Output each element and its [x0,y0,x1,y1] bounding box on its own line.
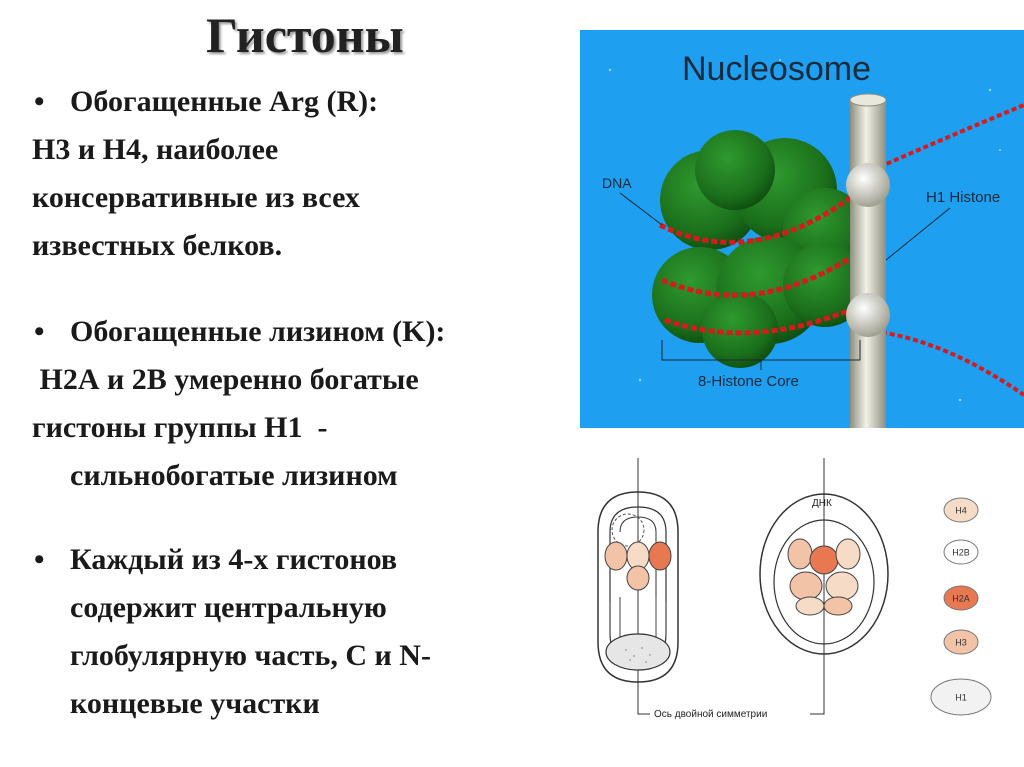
dna-wrap [664,307,851,336]
legend-swatch [943,497,979,523]
slide-text: •Обогащенные Arg (R): Н3 и Н4, наиболее … [32,78,577,728]
legend-label: H3 [955,638,967,648]
bullet-text: Обогащенные Arg (R): [70,85,379,118]
text-line: концевые участки [70,687,320,720]
legend-label: H1 [955,693,967,703]
histone-core-label: 8-Histone Core [698,373,799,390]
h1-bead [846,163,890,207]
bullet-item: • Обогащенные лизином (K): [32,308,577,356]
slide-title: Гистоны [206,7,404,63]
symmetry-axis-label: Ось двойной симметрии [654,709,767,720]
legend-label: H2A [952,594,970,604]
bullet-marker: • [34,543,45,576]
text-line: известных белков. [32,229,283,262]
legend-swatch [943,585,979,611]
text-line: сильнобогатые лизином [70,459,398,492]
text-line: гистоны группы Н1 - [32,411,328,444]
bullet-item: • Обогащенные Arg (R): [32,78,577,126]
top-view: ДНК [759,458,889,710]
dna-wrap [661,252,857,298]
h1-bead [846,293,890,337]
bullet-text: Обогащенные лизином (K): [70,315,446,348]
dnk-label: ДНК [812,498,832,509]
h1-histone-label: H1 Histone [926,189,1000,206]
dna-strand [849,103,1024,182]
legend-swatch [943,629,979,655]
text-line: консервативные из всех [32,181,360,214]
bullet-item: • Каждый из 4-х гистонов [32,536,577,584]
text-line: глобулярную часть, С и N- [70,639,431,672]
text-line: Н3 и Н4, наиболее [32,133,279,166]
dna-wrap [658,195,852,245]
text-line: содержит центральную [70,591,387,624]
bullet-text: Каждый из 4-х гистонов [70,543,398,576]
side-view [597,458,679,710]
nucleosome-illustration: Nucleosome DNA H1 Histone 8-Histone Core [580,30,1024,428]
legend-label: H4 [955,506,967,516]
nucleosome-title: Nucleosome [682,50,871,88]
legend-label: H2B [952,548,970,558]
bullet-marker: • [34,315,45,348]
text-line: Н2А и 2В умеренно богатые [32,363,419,396]
bullet-marker: • [34,85,45,118]
legend-swatch [930,678,992,716]
histone-core [652,130,867,368]
dna-label: DNA [602,175,632,191]
h1-linker-rod [850,100,886,428]
legend-swatch [943,539,979,565]
